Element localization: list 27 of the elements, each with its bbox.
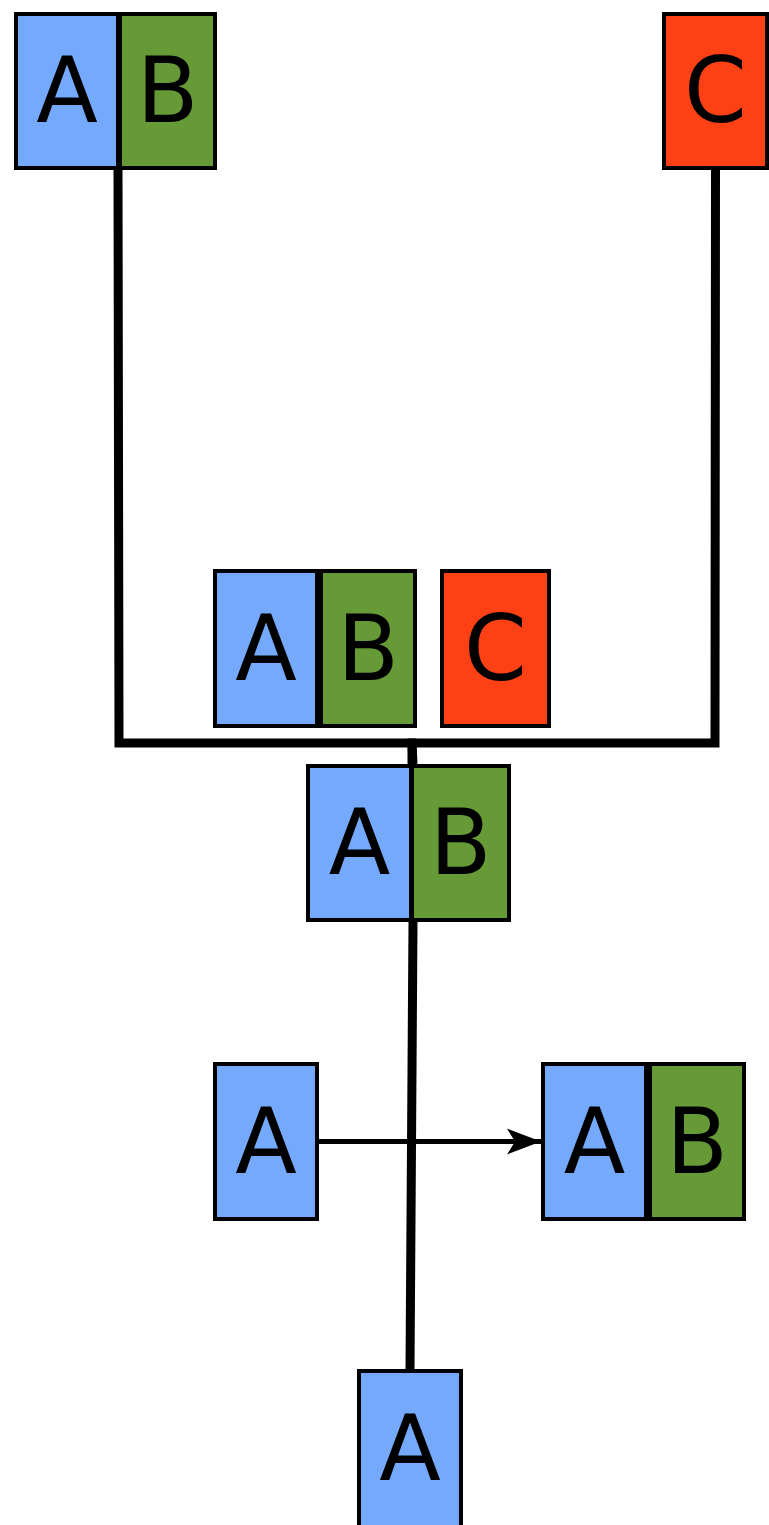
arrow [319, 1128, 541, 1155]
letter-box [118, 12, 217, 170]
letter-label: B [666, 1096, 728, 1187]
letter-label: A [379, 1404, 441, 1494]
tree-branch [407, 170, 720, 764]
tree-branch [405, 921, 418, 1370]
letter-box [662, 12, 769, 170]
letter-label: B [429, 798, 492, 888]
letter-box [306, 764, 413, 922]
letter-label: A [36, 46, 98, 136]
letter-label: C [684, 46, 747, 136]
letter-box [213, 1062, 319, 1221]
letter-label: C [464, 603, 527, 694]
letter-box [440, 569, 551, 728]
letter-box [410, 764, 511, 922]
letter-label: A [235, 603, 297, 694]
letter-box [14, 12, 120, 170]
letter-label: A [328, 798, 391, 888]
letter-box [648, 1062, 746, 1221]
letter-box [319, 569, 417, 728]
letter-box [357, 1369, 463, 1525]
letter-label: A [563, 1096, 626, 1187]
letter-label: A [235, 1096, 297, 1187]
letter-box [213, 569, 319, 728]
letter-label: B [136, 46, 199, 136]
letter-label: B [337, 603, 399, 694]
letter-box [541, 1062, 648, 1221]
